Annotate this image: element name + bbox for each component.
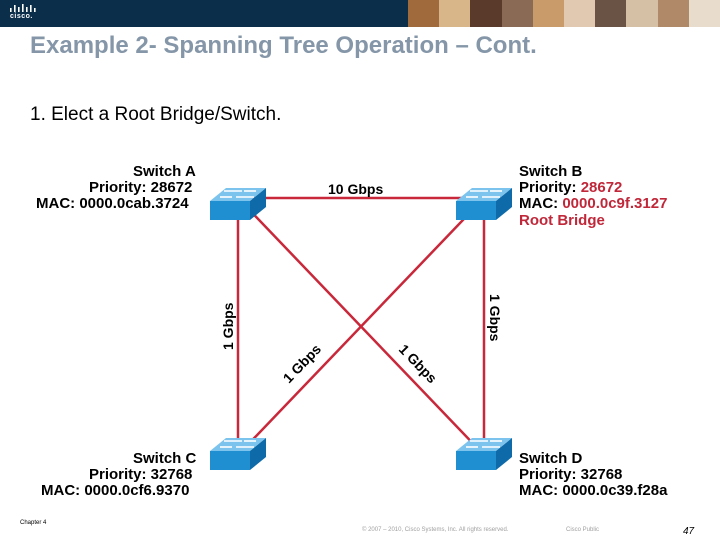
switch-b-name: Switch B — [519, 163, 583, 180]
switch-b-icon — [455, 187, 513, 221]
header-photo-tile — [532, 0, 565, 27]
slide-subtitle: 1. Elect a Root Bridge/Switch. — [30, 104, 282, 125]
header-photo-tile — [626, 0, 658, 27]
switch-c-priority: Priority: 32768 — [89, 466, 192, 483]
switch-d-name: Switch D — [519, 450, 583, 467]
header-photo-tile — [501, 0, 533, 27]
switch-a-name: Switch A — [133, 163, 196, 180]
switch-a-icon — [209, 187, 267, 221]
header-photo-tile — [657, 0, 689, 27]
switch-d-icon — [455, 437, 513, 471]
header-photo-tile — [439, 0, 471, 27]
header-photo-tile — [470, 0, 502, 27]
brand-text: cisco. — [10, 13, 33, 20]
link-label-b-d: 1 Gbps — [487, 294, 503, 342]
switch-b-mac-label: MAC: — [519, 195, 562, 212]
switch-b-priority: Priority: 28672 — [519, 179, 622, 196]
switch-d-priority: Priority: 32768 — [519, 466, 622, 483]
footer-chapter: Chapter 4 — [20, 520, 47, 526]
link-label-a-d: 1 Gbps — [396, 341, 441, 386]
link-label-b-c: 1 Gbps — [280, 341, 325, 386]
link-label-a-b: 10 Gbps — [328, 181, 383, 197]
switch-c-name: Switch C — [133, 450, 197, 467]
slide-title: Example 2- Spanning Tree Operation – Con… — [30, 32, 537, 59]
link-label-a-c: 1 Gbps — [220, 302, 236, 350]
switch-b-mac-value: 0000.0c9f.3127 — [562, 195, 667, 212]
switch-a-priority: Priority: 28672 — [89, 179, 192, 196]
link-a-d — [237, 197, 485, 456]
header-photo-tile — [564, 0, 596, 27]
footer-classification: Cisco Public — [566, 527, 600, 533]
switch-d-mac: MAC: 0000.0c39.f28a — [519, 482, 668, 499]
cisco-logo-icon — [10, 4, 36, 12]
switch-b-priority-label: Priority: — [519, 179, 581, 196]
page-number: 47 — [683, 526, 695, 537]
header-photo-tile — [595, 0, 627, 27]
switch-c-mac: MAC: 0000.0cf6.9370 — [41, 482, 189, 499]
header-bar: cisco. — [0, 0, 720, 27]
switch-b-root-bridge-label: Root Bridge — [519, 212, 605, 229]
footer-copyright: © 2007 – 2010, Cisco Systems, Inc. All r… — [362, 527, 509, 533]
switch-a-mac: MAC: 0000.0cab.3724 — [36, 195, 189, 212]
switch-b-mac: MAC: 0000.0c9f.3127 — [519, 195, 667, 212]
switch-c-icon — [209, 437, 267, 471]
header-photo-tile — [408, 0, 440, 27]
switch-b-priority-value: 28672 — [581, 179, 623, 196]
header-photo-strip — [408, 0, 720, 27]
header-photo-tile — [688, 0, 720, 27]
